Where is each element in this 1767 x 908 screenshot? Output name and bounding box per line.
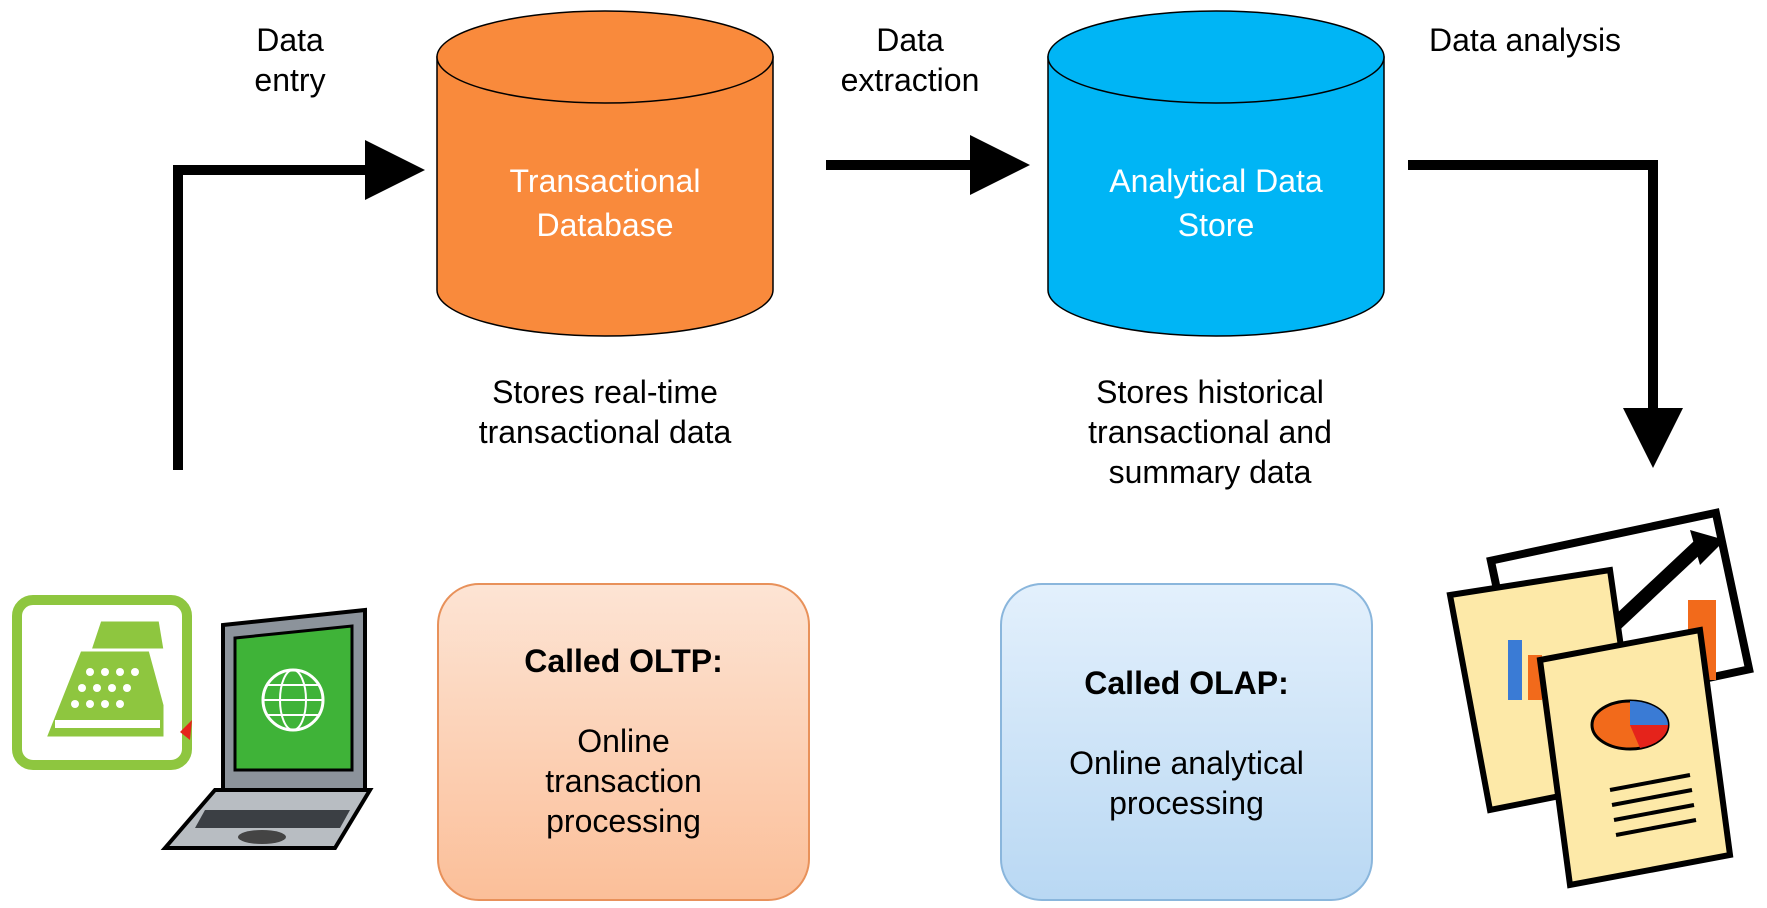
data-analysis-arrow xyxy=(1408,160,1683,468)
oltp-body-line: Online xyxy=(577,723,670,759)
laptop-globe-icon xyxy=(160,607,374,850)
cash-register-icon xyxy=(12,595,192,770)
reports-chart-icon xyxy=(1446,508,1754,889)
olap-title: Called OLAP: xyxy=(1084,665,1289,701)
data-analysis-label: Data analysis xyxy=(1428,22,1622,58)
olap-box: Called OLAP: Online analytical processin… xyxy=(1000,583,1373,901)
data-entry-arrow xyxy=(173,140,425,470)
oltp-title: Called OLTP: xyxy=(524,643,723,679)
oltp-box: Called OLTP: Online transaction processi… xyxy=(437,583,810,901)
olap-body-line: Online analytical xyxy=(1069,745,1304,781)
analytical-data-store-cylinder xyxy=(1047,10,1385,337)
transactional-database-cylinder xyxy=(436,10,774,337)
oltp-body-line: processing xyxy=(546,803,701,839)
olap-body-line: processing xyxy=(1109,785,1264,821)
oltp-body-line: transaction xyxy=(545,763,702,799)
